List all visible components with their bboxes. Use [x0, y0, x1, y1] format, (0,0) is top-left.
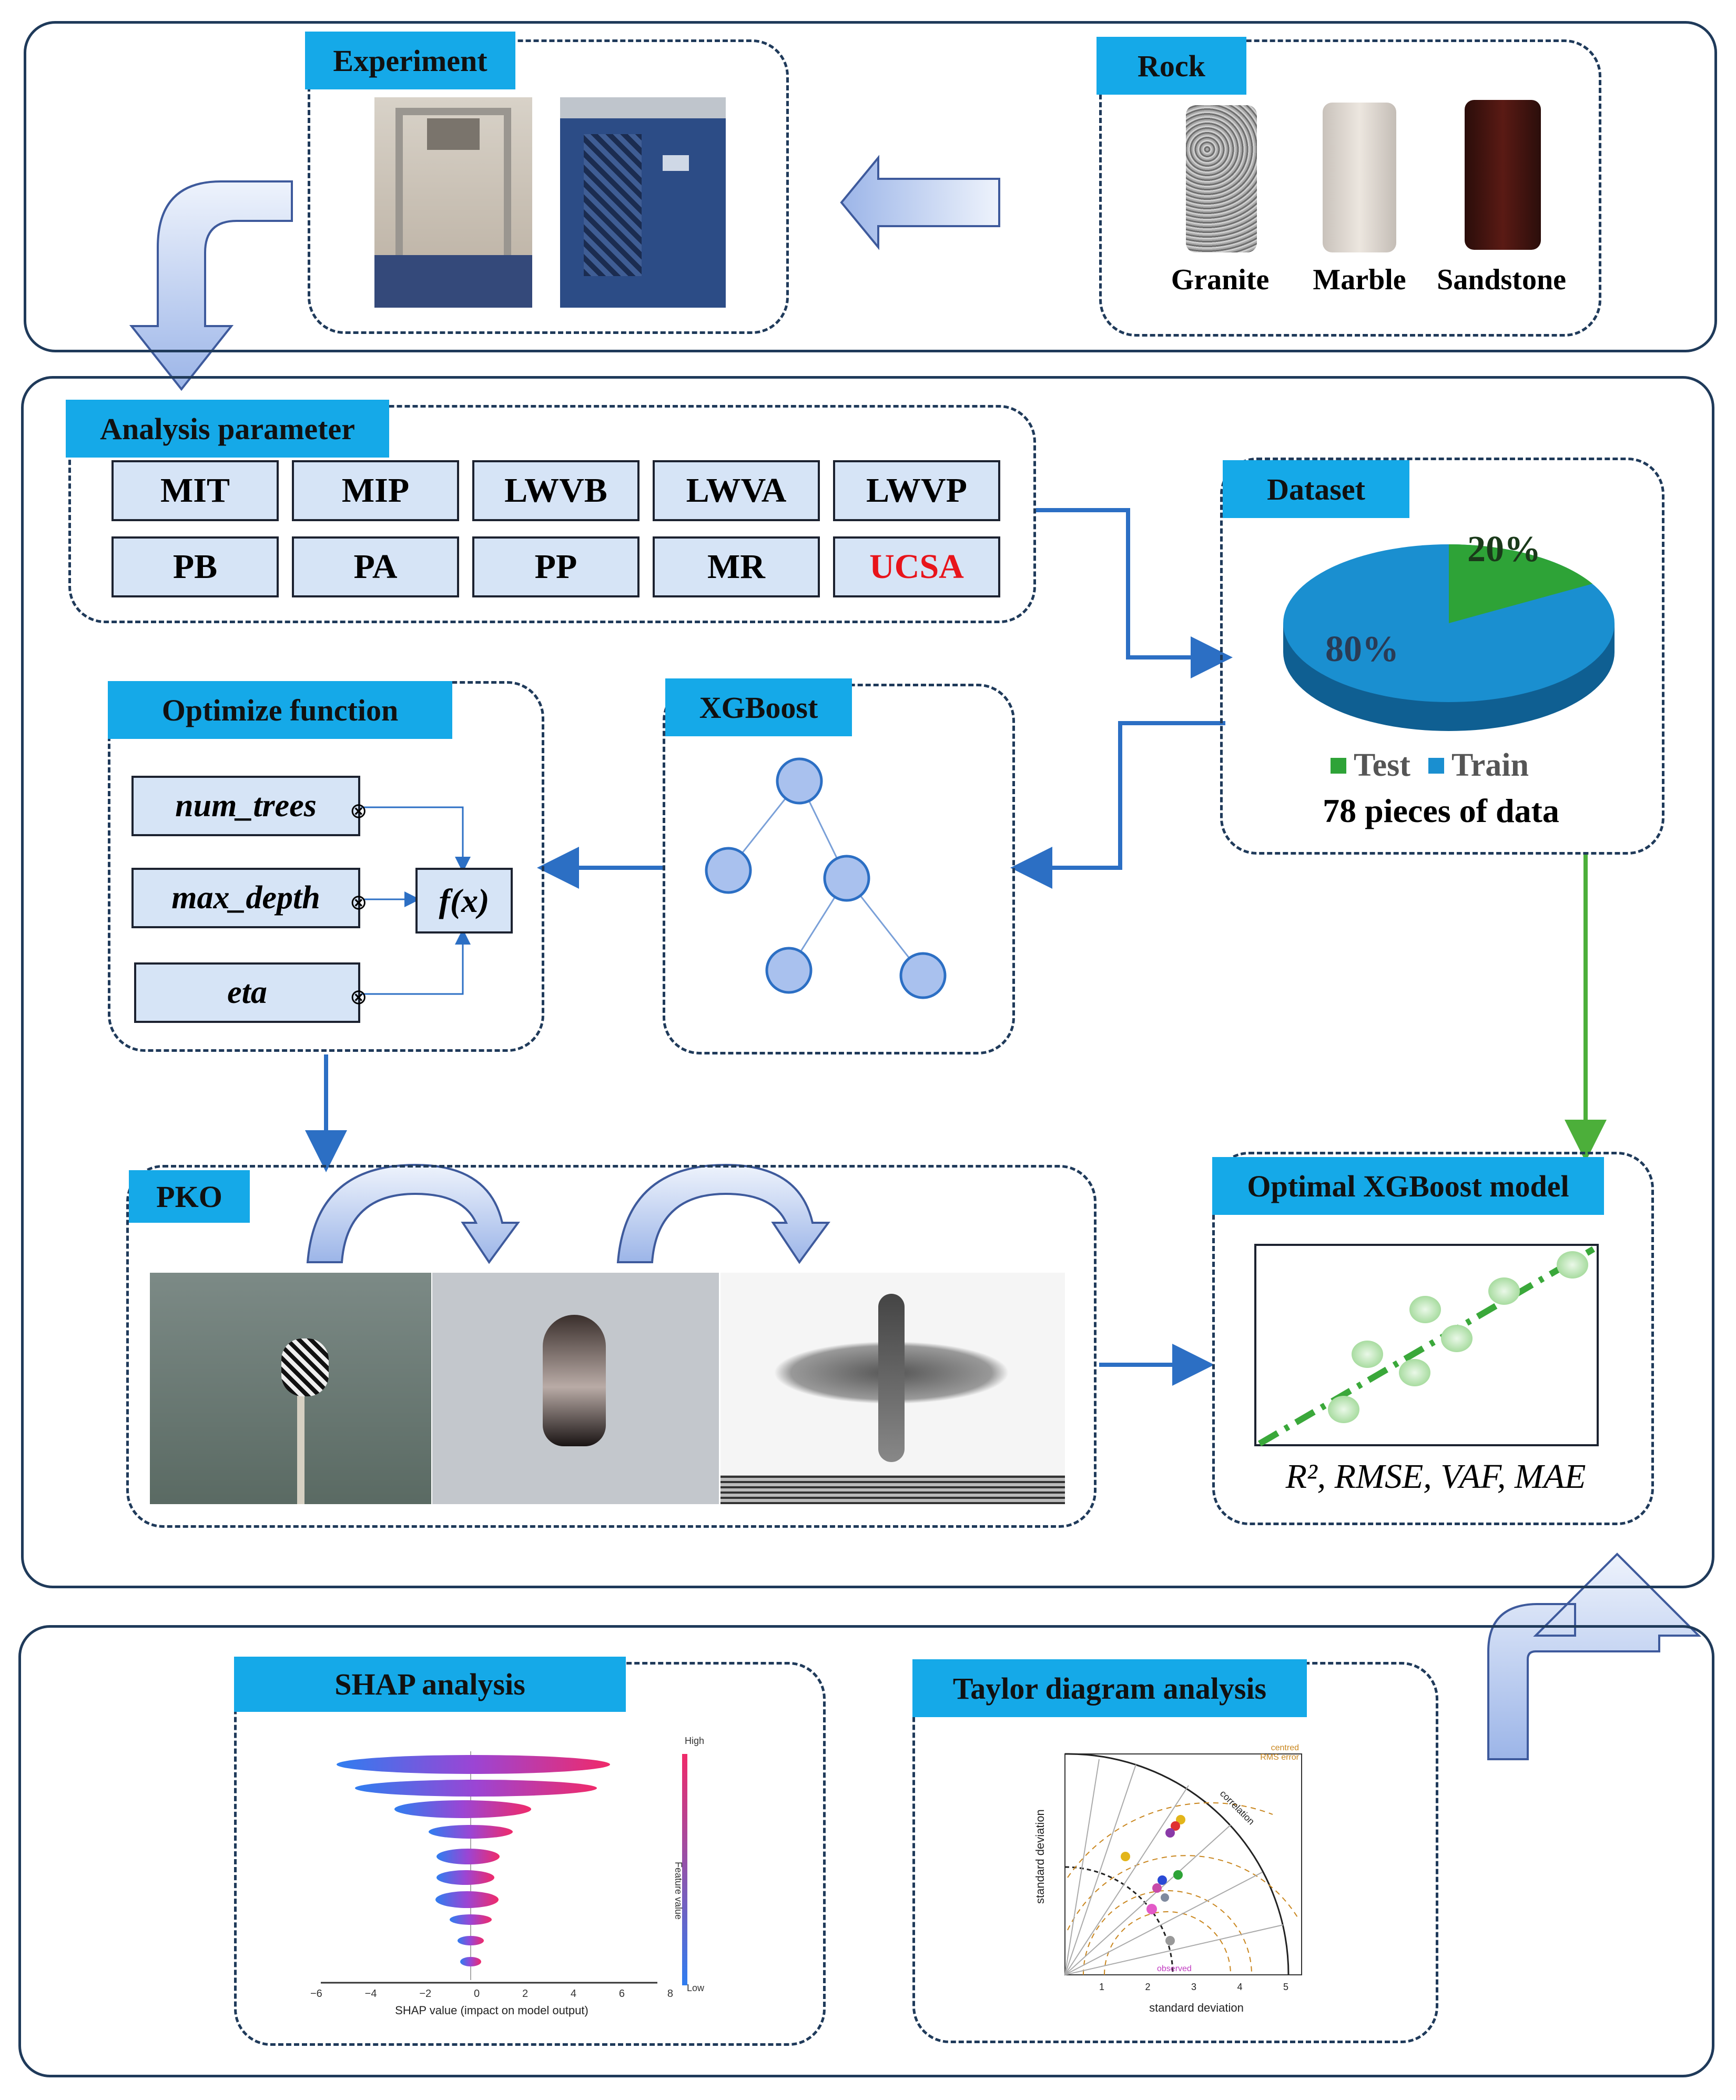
testing-machine-photo [374, 97, 532, 308]
multiply-icon: ⊗ [350, 890, 368, 914]
dataset-box [1220, 458, 1664, 855]
taylor-title: Taylor diagram analysis [912, 1659, 1307, 1717]
shap-tick: 4 [570, 1988, 577, 2000]
xgboost-box [663, 684, 1015, 1054]
analysis-title: Analysis parameter [66, 400, 389, 458]
shap-title: SHAP analysis [234, 1657, 626, 1712]
param-cell-lwvp: LWVP [833, 460, 1000, 521]
shap-tick: −4 [364, 1988, 377, 2000]
experiment-box [308, 39, 789, 334]
shap-tick: 8 [667, 1988, 673, 2000]
dataset-count: 78 pieces of data [1323, 792, 1559, 829]
colorbar-low: Low [687, 1983, 705, 1993]
shap-tick: −2 [419, 1988, 432, 2000]
shap-x-label: SHAP value (impact on model output) [395, 2004, 588, 2017]
prediction-plot [1254, 1244, 1599, 1446]
dataset-legend: Test Train [1331, 747, 1529, 784]
param-cell-lwvb: LWVB [472, 460, 639, 521]
param-cell-mip: MIP [292, 460, 459, 521]
kingfisher-hovering-photo [432, 1273, 719, 1504]
granite-sample [1186, 105, 1257, 252]
bottom-panel [18, 1625, 1714, 2077]
dataset-to-xgboost-arrow [1010, 721, 1225, 889]
taylor-tick: 2 [1145, 1982, 1151, 1992]
param-cell-pp: PP [472, 536, 639, 597]
analysis-box [68, 405, 1036, 623]
rock-box [1099, 39, 1601, 337]
param-cell-pb: PB [111, 536, 279, 597]
model-metrics: R², RMSE, VAF, MAE [1285, 1457, 1586, 1496]
taylor-x-ticks: 1 2 3 4 5 [1099, 1982, 1288, 1993]
rms-label: centred RMS error [1260, 1743, 1299, 1762]
middle-panel [21, 376, 1714, 1588]
legend-test: Test [1354, 747, 1410, 783]
taylor-tick: 3 [1191, 1982, 1196, 1992]
observed-label: observed [1157, 1964, 1192, 1973]
shap-tick: 2 [522, 1988, 529, 2000]
shap-tick: 0 [473, 1988, 480, 2000]
analysis-to-dataset-arrow [1036, 508, 1233, 678]
shap-tick: 6 [618, 1988, 625, 2000]
multiply-icon: ⊗ [350, 985, 368, 1009]
colorbar-label: Feature value [673, 1862, 684, 1920]
optimize-title: Optimize function [108, 681, 452, 739]
taylor-y-label: standard deviation [1033, 1809, 1047, 1904]
granite-label: Granite [1171, 263, 1270, 296]
shap-tick: −6 [310, 1988, 322, 2000]
num-trees-param: num_trees [131, 776, 360, 836]
pko-box [126, 1165, 1097, 1528]
pko-title: PKO [129, 1170, 250, 1223]
taylor-tick: 5 [1283, 1982, 1288, 1992]
rock-to-experiment-arrow [840, 155, 1000, 250]
train-swatch [1428, 757, 1444, 774]
legend-train: Train [1451, 747, 1529, 783]
marble-label: Marble [1313, 263, 1406, 296]
marble-sample [1323, 103, 1396, 252]
multiply-icon: ⊗ [350, 799, 368, 823]
eta-param: eta [134, 962, 360, 1023]
sandstone-label: Sandstone [1437, 263, 1566, 296]
max-depth-param: max_depth [131, 868, 360, 928]
pko-curve-arrow-1 [306, 1163, 520, 1264]
param-cell-lwva: LWVA [653, 460, 820, 521]
taylor-tick: 4 [1237, 1982, 1243, 1992]
test-percentage: 20% [1467, 529, 1541, 570]
experiment-title: Experiment [305, 32, 515, 89]
param-cell-mit: MIT [111, 460, 279, 521]
sandstone-sample [1465, 100, 1541, 250]
optimal-box [1212, 1152, 1654, 1525]
param-cell-pa: PA [292, 536, 459, 597]
pko-curve-arrow-2 [616, 1163, 830, 1264]
rock-title: Rock [1097, 37, 1246, 95]
objective-function: f(x) [415, 868, 513, 934]
taylor-x-label: standard deviation [1149, 2001, 1244, 2014]
top-panel [24, 21, 1717, 352]
xgboost-title: XGBoost [665, 678, 852, 736]
train-percentage: 80% [1325, 629, 1399, 669]
chamber-photo [560, 97, 726, 308]
dataset-title: Dataset [1223, 460, 1409, 518]
param-cell-mr: MR [653, 536, 820, 597]
colorbar-high: High [685, 1736, 705, 1746]
test-swatch [1331, 757, 1346, 774]
shap-x-ticks: −6 −4 −2 0 2 4 6 8 [310, 1988, 673, 2000]
experiment-to-analysis-arrow [129, 180, 293, 391]
kingfisher-diving-photo [720, 1273, 1065, 1504]
optimal-title: Optimal XGBoost model [1212, 1157, 1604, 1215]
taylor-tick: 1 [1099, 1982, 1105, 1992]
param-cell-ucsa: UCSA [833, 536, 1000, 597]
kingfisher-perched-photo [150, 1273, 431, 1504]
